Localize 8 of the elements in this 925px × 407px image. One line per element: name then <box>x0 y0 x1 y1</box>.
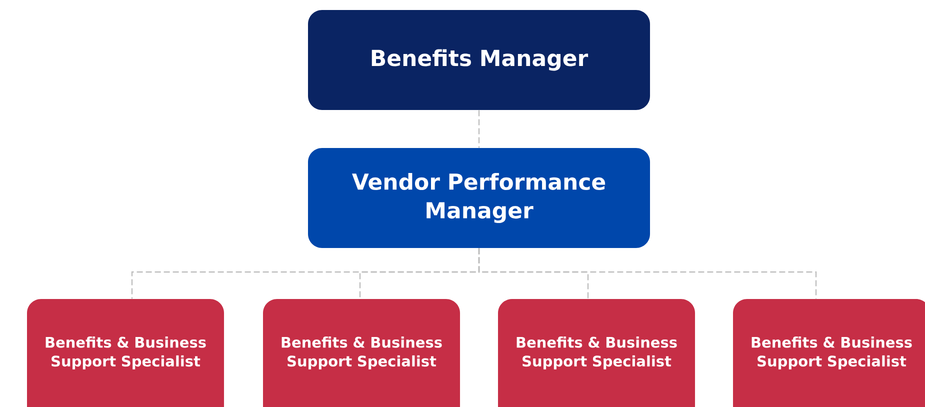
specialist-box: Benefits & Business Support Specialist <box>498 299 695 407</box>
manager-box: Vendor Performance Manager <box>308 148 650 248</box>
connector <box>478 248 817 299</box>
specialist-box: Benefits & Business Support Specialist <box>733 299 925 407</box>
specialist-box: Benefits & Business Support Specialist <box>27 299 224 407</box>
manager-box: Benefits Manager <box>308 10 650 110</box>
connector <box>478 110 480 148</box>
specialist-box: Benefits & Business Support Specialist <box>263 299 460 407</box>
